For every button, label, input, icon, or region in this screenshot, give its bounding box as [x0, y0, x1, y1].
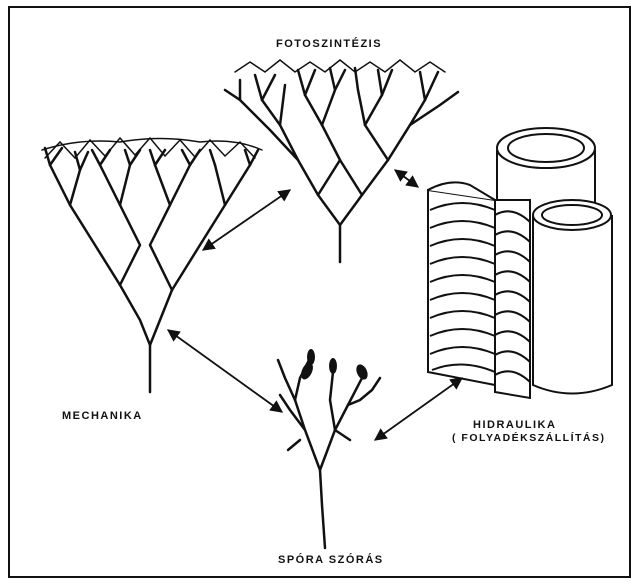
label-mechanics: MECHANIKA: [62, 410, 143, 422]
spore-dispersal-tree: [278, 358, 380, 548]
label-photosynthesis: FOTOSZINTÉZIS: [276, 38, 382, 50]
arrow-mechanics-spore: [168, 330, 282, 412]
hydraulic-tubes: [428, 128, 612, 398]
arrow-spore-hydraulics: [375, 378, 462, 440]
mechanics-tree: [42, 138, 262, 392]
spore-capsules: [299, 349, 370, 381]
photosynthesis-tree: [225, 60, 458, 262]
label-hydraulics: HIDRAULIKA: [473, 419, 556, 431]
label-fluid-transport: ( FOLYADÉKSZÁLLÍTÁS): [452, 432, 605, 444]
connection-arrows: [168, 170, 462, 440]
arrow-photosynthesis-hydraulics: [395, 170, 418, 187]
label-spore-dispersal: SPÓRA SZÓRÁS: [278, 554, 384, 566]
